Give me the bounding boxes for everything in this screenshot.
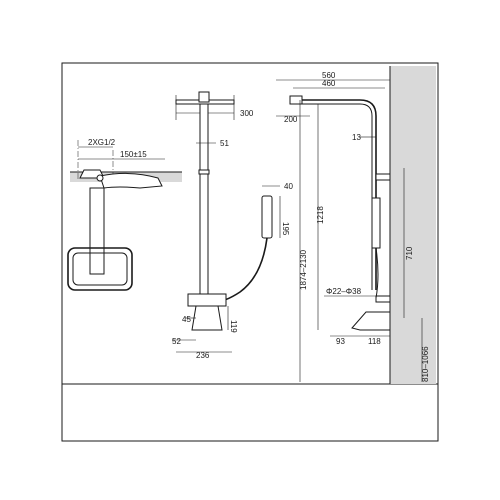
side-riser-height-label: 1218: [316, 206, 325, 224]
front-head-joint: [198, 91, 210, 103]
side-bracket-upper: [375, 173, 391, 181]
plan-connection-label: 2XG1/2: [88, 138, 116, 147]
side-head-depth-label: 200: [284, 115, 298, 124]
side-vertical-span-label: 710: [405, 246, 414, 260]
plan-handle-inner: [72, 252, 128, 286]
plan-knob: [96, 174, 104, 182]
plan-spacing-label: 150±15: [120, 150, 147, 159]
plan-view: 2XG1/2 150±15: [67, 138, 182, 291]
drawing-frame: [61, 62, 439, 442]
side-view: 560 460 200 13 1874–2130 1218 Φ22–Φ38 93…: [276, 66, 436, 384]
side-mount-height-label: 810–1066: [421, 346, 430, 382]
front-handshower-width-label: 40: [284, 182, 293, 191]
front-head-label: 300: [240, 109, 254, 118]
front-mixer-width-label: 236: [196, 351, 210, 360]
front-mixer-lever: [191, 305, 223, 331]
front-mixer-height-label: 119: [229, 320, 238, 333]
front-mixer-body: [187, 293, 227, 307]
side-head: [289, 95, 303, 105]
side-mixer-depth-label: 93: [336, 337, 345, 346]
side-arm-inner: [292, 103, 373, 290]
side-handshower: [371, 197, 381, 249]
side-bracket-lower: [375, 295, 391, 303]
side-hose: [375, 247, 379, 299]
front-handshower-length-label: 195: [281, 222, 290, 236]
front-hose: [213, 237, 268, 303]
side-arm-outer: [292, 99, 377, 290]
plan-lever: [99, 172, 163, 189]
side-total-height-label: 1874–2130: [299, 249, 308, 290]
plan-riser: [89, 187, 105, 275]
side-gap-label: 13: [352, 133, 361, 142]
side-reach-label: 560: [322, 71, 336, 80]
side-hose-diameter-label: Φ22–Φ38: [326, 287, 362, 296]
front-view: 300 51 40 195 45 119 52 236: [172, 91, 293, 360]
side-mixer: [351, 311, 391, 331]
front-spout-label: 45: [182, 315, 191, 324]
front-handshower: [261, 195, 273, 239]
side-wall: [390, 66, 436, 384]
front-left-offset-label: 52: [172, 337, 181, 346]
side-arm-label: 460: [322, 79, 336, 88]
front-riser-label: 51: [220, 139, 229, 148]
front-riser-collar: [198, 169, 210, 175]
plan-handle-outer: [67, 247, 133, 291]
front-riser-upper: [199, 103, 209, 295]
side-wall-depth-label: 118: [368, 337, 381, 346]
